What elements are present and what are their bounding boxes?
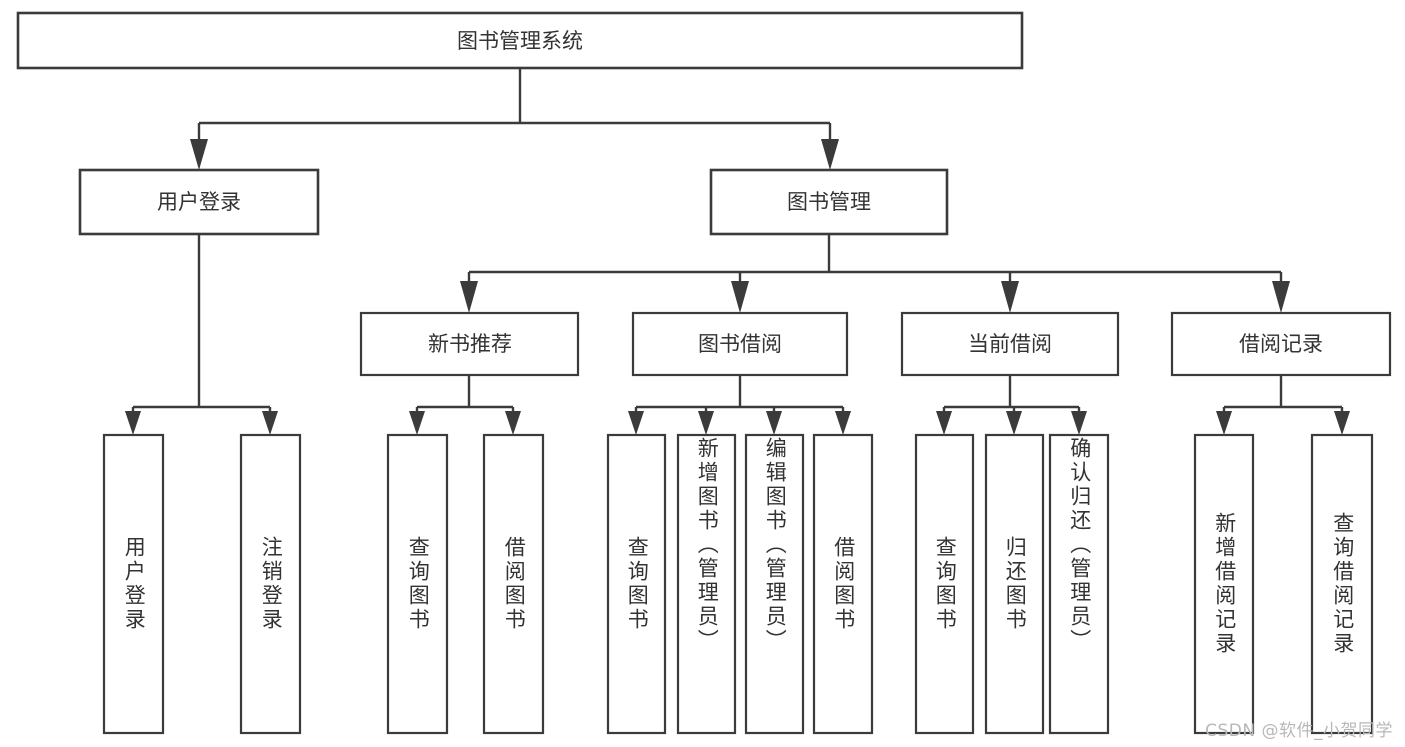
node-new-book-recommend[interactable]: 新书推荐 [359, 311, 580, 377]
connector-records-to-leaves [1216, 375, 1350, 435]
node-root[interactable]: 图书管理系统 [16, 11, 1024, 70]
arrowhead-icon [1272, 281, 1290, 313]
node-current-borrow[interactable]: 当前借阅 [900, 311, 1120, 377]
leaf-rect-logout[interactable] [239, 433, 302, 735]
leaf-rect-confirm-return-admin[interactable] [1048, 433, 1110, 735]
connector-newbooks-to-leaves [409, 375, 521, 435]
arrowhead-icon [1071, 411, 1087, 435]
node-root-label: 图书管理系统 [457, 29, 583, 53]
arrowhead-icon [1001, 281, 1019, 313]
arrowhead-icon [460, 281, 478, 313]
connector-current-to-leaves [936, 375, 1087, 435]
node-book-borrow[interactable]: 图书借阅 [631, 311, 849, 377]
connector-login-to-leaves [125, 234, 278, 435]
leaf-rect-user-login[interactable] [102, 433, 165, 735]
leaf-rect-borrow-books-new[interactable] [482, 433, 545, 735]
connector-books-to-level3 [460, 234, 1290, 313]
leaf-rect-query-books-current[interactable] [914, 433, 975, 735]
arrowhead-icon [190, 139, 208, 170]
node-user-login-label: 用户登录 [157, 190, 241, 214]
node-new-book-recommend-label: 新书推荐 [428, 332, 512, 356]
arrowhead-icon [262, 411, 278, 435]
leaf-rect-edit-book-admin[interactable] [744, 433, 805, 735]
connector-borrow-to-leaves [628, 375, 851, 435]
node-book-borrow-label: 图书借阅 [698, 332, 782, 356]
csdn-watermark: CSDN @软件_小贺同学 [1205, 721, 1393, 741]
arrowhead-icon [821, 139, 839, 170]
arrowhead-icon [1216, 411, 1232, 435]
arrowhead-icon [936, 411, 952, 435]
arrowhead-icon [835, 411, 851, 435]
arrowhead-icon [505, 411, 521, 435]
node-borrow-records[interactable]: 借阅记录 [1170, 311, 1392, 377]
connector-root-to-level2 [190, 68, 839, 170]
leaf-rect-add-book-admin[interactable] [676, 433, 737, 735]
leaf-rect-add-borrow-record[interactable] [1193, 433, 1255, 735]
leaf-rect-return-book[interactable] [984, 433, 1045, 735]
arrowhead-icon [628, 411, 644, 435]
leaf-rect-query-borrow-record[interactable] [1310, 433, 1374, 735]
arrowhead-icon [731, 281, 749, 313]
leaf-rect-query-books-new[interactable] [386, 433, 449, 735]
node-borrow-records-label: 借阅记录 [1239, 332, 1323, 356]
arrowhead-icon [125, 411, 141, 435]
node-book-management-label: 图书管理 [787, 190, 871, 214]
arrowhead-icon [698, 411, 714, 435]
arrowhead-icon [766, 411, 782, 435]
arrowhead-icon [409, 411, 425, 435]
leaf-rect-query-books-borrow[interactable] [606, 433, 667, 735]
node-book-management[interactable]: 图书管理 [709, 168, 949, 236]
node-current-borrow-label: 当前借阅 [968, 332, 1052, 356]
leaf-rect-borrow-book[interactable] [812, 433, 874, 735]
leaf-rects [102, 433, 1374, 735]
arrowhead-icon [1334, 411, 1350, 435]
node-user-login[interactable]: 用户登录 [78, 168, 320, 236]
arrowhead-icon [1006, 411, 1022, 435]
